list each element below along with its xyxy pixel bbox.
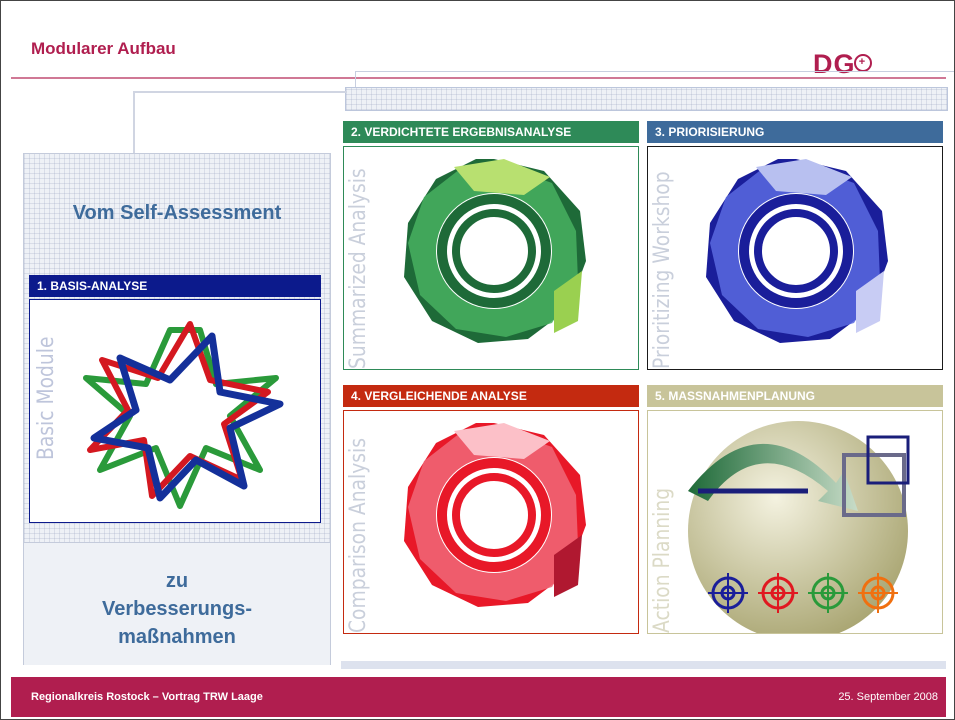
verdichtete-ring-graphic xyxy=(404,159,586,343)
verdichtete-header: 2. VERDICHTETE ERGEBNISANALYSE xyxy=(343,121,639,143)
basis-analyse-header: 1. BASIS-ANALYSE xyxy=(29,275,321,297)
title-divider xyxy=(11,77,946,79)
priorisierung-header: 3. PRIORISIERUNG xyxy=(647,121,943,143)
connector-line xyxy=(133,91,347,155)
logo-letters: DG xyxy=(813,49,856,79)
logo-plus-icon: + xyxy=(853,53,872,72)
vergleichende-ring-graphic xyxy=(404,423,586,607)
dgq-logo: DG+ xyxy=(813,49,872,80)
slide-title: Modularer Aufbau xyxy=(31,39,176,58)
priorisierung-panel: Prioritizing Workshop xyxy=(647,146,943,370)
verbesserungs-line: Verbesserungs- xyxy=(101,598,253,620)
massnahmen-panel: Action Planning xyxy=(647,410,943,634)
basis-analyse-panel: Basic Module xyxy=(29,299,321,523)
massnahmen-line: maßnahmen xyxy=(118,626,236,648)
priorisierung-ring-graphic xyxy=(706,159,888,343)
left-bottom-box: zu Verbesserungs- maßnahmen xyxy=(24,542,330,665)
footer-event-text: Regionalkreis Rostock – Vortrag TRW Laag… xyxy=(31,691,263,703)
vergleichende-panel: Comparison Analysis xyxy=(343,410,639,634)
massnahmen-header: 5. MASSNAHMENPLANUNG xyxy=(647,385,943,407)
target-icons xyxy=(708,573,898,613)
action-planning-graphic xyxy=(688,421,910,633)
top-band xyxy=(345,87,948,111)
from-self-assessment-text: Vom Self-Assessment xyxy=(72,202,282,224)
footer-date-text: 25. September 2008 xyxy=(838,691,938,703)
zu-line: zu xyxy=(165,570,189,592)
verdichtete-panel: Summarized Analysis xyxy=(343,146,639,370)
to-improvement-text: zu Verbesserungs- maßnahmen xyxy=(24,567,330,651)
bottom-band xyxy=(341,661,946,669)
basis-star-graphic xyxy=(83,321,284,509)
footer-bar: Regionalkreis Rostock – Vortrag TRW Laag… xyxy=(11,677,946,717)
top-frame-line xyxy=(355,71,954,90)
vergleichende-header: 4. VERGLEICHENDE ANALYSE xyxy=(343,385,639,407)
